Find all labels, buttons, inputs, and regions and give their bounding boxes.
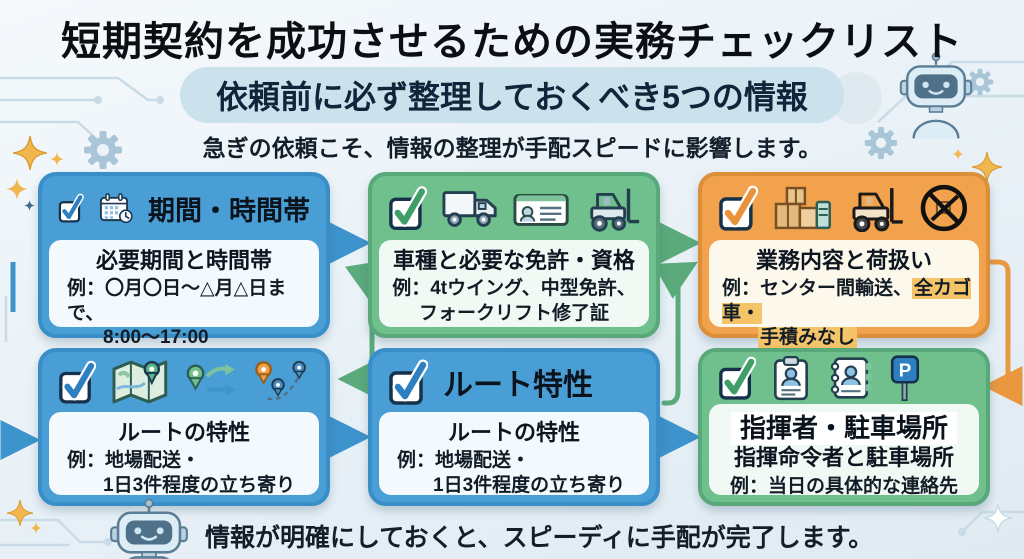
example-highlight: 手積みなし	[758, 327, 858, 349]
card-route-trait-body-title: ルートの特性	[447, 420, 580, 445]
card-period: 期間・時間帯 必要期間と時間帯 例：〇月〇日～△月△日まで、 8:00～17:00	[38, 172, 330, 348]
checkbox-icon	[719, 185, 758, 231]
checkbox-icon	[389, 186, 427, 231]
card-work-content-header	[702, 176, 986, 240]
sparkle-icon	[952, 148, 964, 160]
card-route-trait-title: ルート特性	[443, 369, 593, 402]
card-period-header: 期間・時間帯	[42, 176, 326, 240]
no-entry-icon	[920, 184, 968, 232]
forklift-icon	[851, 188, 903, 232]
card-commander-parking-header: P	[702, 352, 986, 404]
page-title: 短期契約を成功させるための実務チェックリスト	[61, 20, 963, 64]
card-commander-parking-body: 指揮者・駐車場所 指揮命令者と駐車場所 例：当日の具体的な連絡先	[709, 404, 979, 497]
robot-icon	[110, 498, 188, 559]
card-route-trait-body: ルートの特性 例：地場配送・1日3件程度の立ち寄り	[379, 412, 649, 498]
card-route-trait: ルート特性 ルートの特性 例：地場配送・1日3件程度の立ち寄り	[368, 348, 660, 506]
parking-sign-icon: P	[890, 355, 920, 401]
card-period-title: 期間・時間帯	[148, 195, 310, 226]
gear-icon	[966, 68, 994, 96]
sparkle-icon	[6, 178, 28, 200]
card-route-trait-example: 例：地場配送・1日3件程度の立ち寄り	[385, 449, 643, 498]
sparkle-icon	[984, 504, 1012, 532]
contact-book-icon	[830, 357, 872, 399]
checkbox-icon	[58, 193, 84, 223]
example-line: 例：地場配送・	[67, 450, 201, 472]
gear-icon	[84, 131, 122, 169]
card-route-body-title: ルートの特性	[117, 420, 250, 445]
checkbox-icon	[719, 356, 756, 400]
sparkle-icon	[30, 522, 42, 534]
card-route-body: ルートの特性 例：地場配送・1日3件程度の立ち寄り	[49, 412, 319, 498]
tagline: 急ぎの依頼こそ、情報の整理が手配スピードに影響します。	[202, 135, 822, 161]
license-card-icon	[513, 193, 569, 226]
card-period-body: 必要期間と時間帯 例：〇月〇日～△月△日まで、 8:00～17:00	[49, 240, 319, 348]
card-work-content-example: 例：センター間輸送、全カゴ車・手積みなし	[715, 277, 973, 350]
card-commander-parking: P 指揮者・駐車場所 指揮命令者と駐車場所 例：当日の具体的な連絡先	[698, 348, 990, 506]
example-line: 1日3件程度の立ち寄り	[433, 474, 626, 496]
truck-icon	[442, 191, 497, 227]
pin-arrows-icon	[186, 363, 236, 396]
card-vehicle-header	[372, 176, 656, 240]
calendar-clock-icon	[99, 193, 133, 224]
parking-letter: P	[899, 359, 912, 380]
card-route: ルートの特性 例：地場配送・1日3件程度の立ち寄り	[38, 348, 330, 506]
example-line: 例：4tウイング、中型免許、	[392, 278, 636, 300]
sparkle-icon	[972, 152, 1002, 182]
card-work-content-body: 業務内容と荷扱い 例：センター間輸送、全カゴ車・手積みなし	[709, 240, 979, 349]
map-icon	[112, 360, 168, 404]
card-route-example: 例：地場配送・1日3件程度の立ち寄り	[55, 449, 313, 498]
card-vehicle-body-title: 車種と必要な免許・資格	[392, 248, 635, 273]
card-commander-parking-title-band: 指揮者・駐車場所	[715, 412, 973, 446]
card-route-header	[42, 352, 326, 412]
example-line: 例：地場配送・	[397, 450, 531, 472]
sparkle-icon	[24, 200, 35, 211]
card-vehicle-example: 例：4tウイング、中型免許、フォークリフト修了証	[385, 277, 643, 326]
example-line: 例：センター間輸送、	[722, 278, 913, 300]
boxes-icon	[774, 186, 831, 230]
forklift-icon	[590, 188, 640, 232]
banner: 依頼前に必ず整理しておくべき5つの情報	[180, 67, 844, 123]
checkbox-icon	[59, 360, 96, 404]
card-vehicle: 車種と必要な免許・資格 例：4tウイング、中型免許、フォークリフト修了証	[368, 172, 660, 338]
example-line: 8:00～17:00	[103, 327, 209, 349]
sparkle-icon	[13, 136, 47, 170]
route-pins-icon	[255, 360, 307, 401]
example-line: フォークリフト修了証	[418, 302, 609, 324]
card-commander-parking-example: 例：当日の具体的な連絡先	[715, 475, 973, 499]
card-commander-parking-body-title: 指揮命令者と駐車場所	[733, 445, 954, 471]
example-line: 例：当日の具体的な連絡先	[729, 475, 958, 497]
sparkle-icon	[7, 500, 33, 526]
sparkle-icon	[50, 152, 64, 166]
card-route-trait-header: ルート特性	[372, 352, 656, 412]
footer-message: 情報が明確にしておくと、スピーディに手配が完了します。	[205, 524, 874, 552]
clipboard-person-icon	[774, 356, 808, 401]
robot-icon	[899, 52, 973, 139]
card-period-example: 例：〇月〇日～△月△日まで、 8:00～17:00	[55, 277, 313, 350]
example-line: 1日3件程度の立ち寄り	[103, 474, 296, 496]
card-vehicle-body: 車種と必要な免許・資格 例：4tウイング、中型免許、フォークリフト修了証	[379, 240, 649, 327]
example-line: 例：〇月〇日～△月△日まで、	[67, 278, 287, 324]
checkbox-icon	[389, 359, 428, 405]
title-band-text: 指揮者・駐車場所	[730, 412, 957, 446]
card-work-content: 業務内容と荷扱い 例：センター間輸送、全カゴ車・手積みなし	[698, 172, 990, 349]
gear-icon	[864, 126, 898, 160]
card-work-content-body-title: 業務内容と荷扱い	[755, 248, 932, 273]
card-period-body-title: 必要期間と時間帯	[95, 248, 272, 273]
